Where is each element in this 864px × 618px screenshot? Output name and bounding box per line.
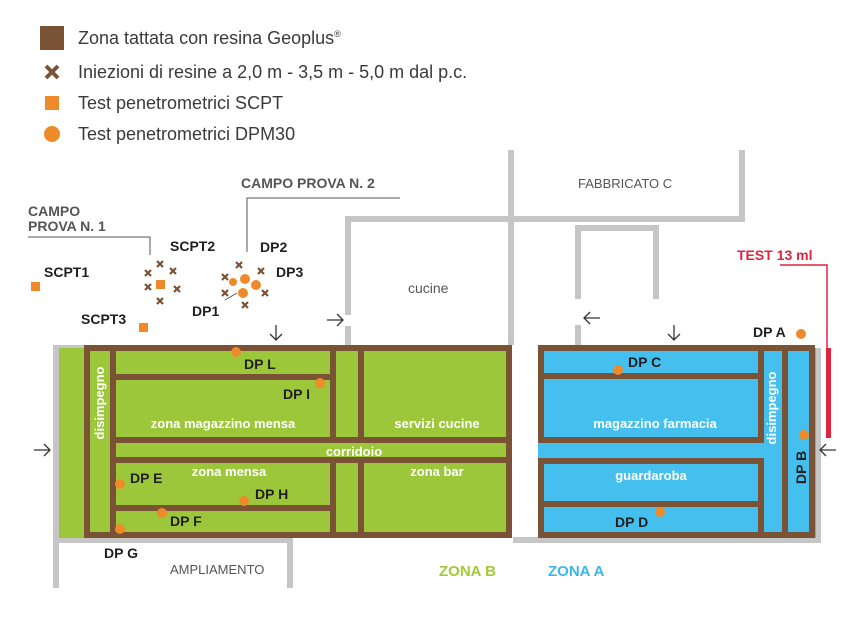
room-guardaroba: guardaroba: [615, 468, 687, 483]
room-magazzino-farmacia: magazzino farmacia: [593, 416, 717, 431]
dp1-label: DP1: [192, 303, 219, 319]
room-zona-bar: zona bar: [410, 464, 463, 479]
zona-a-label: ZONA A: [548, 563, 605, 580]
room-servizi-cucine: servizi cucine: [394, 416, 479, 431]
resin-zone-swatch: [40, 26, 64, 50]
scpt3-marker: [139, 323, 148, 332]
dp-l-label: DP L: [244, 356, 276, 372]
dp-f-marker: [157, 508, 167, 518]
dp-d-label: DP D: [615, 514, 648, 530]
dp2-label: DP2: [260, 239, 287, 255]
dp-i-marker: [315, 378, 325, 388]
dp-a-label: DP A: [753, 324, 786, 340]
zona-b-label: ZONA B: [439, 563, 496, 580]
dp-l-marker: [231, 347, 241, 357]
dp1-marker: [238, 288, 248, 298]
zone-b-resin-walls: [84, 345, 512, 538]
room-corridoio: corridoio: [326, 444, 382, 459]
legend-item-dpm30: Test penetrometrici DPM30: [40, 121, 295, 147]
dp-a-marker: [796, 329, 806, 339]
dp-b-marker: [799, 430, 809, 440]
legend-scpt-label: Test penetrometrici SCPT: [78, 92, 284, 113]
dp-h-label: DP H: [255, 486, 288, 502]
scpt3-label: SCPT3: [81, 311, 126, 327]
campo2-label: CAMPO PROVA N. 2: [241, 175, 375, 191]
legend-dpm30-label: Test penetrometrici DPM30: [78, 123, 296, 144]
room-zona-mensa: zona mensa: [192, 464, 267, 479]
dp-i-label: DP I: [283, 386, 310, 402]
dpm30-dot-icon: [44, 126, 60, 142]
legend-item-zona: Zona tattata con resina Geoplus®: [40, 25, 341, 51]
campo1-label-line1: CAMPO: [28, 203, 80, 219]
cucine-label: cucine: [408, 280, 449, 296]
dp-g-label: DP G: [104, 545, 138, 561]
building-walls: [53, 150, 821, 588]
scpt2-marker: [156, 280, 165, 289]
legend-iniezioni-label: Iniezioni di resine a 2,0 m - 3,5 m - 5,…: [78, 61, 468, 82]
zone-a-resin-walls: [538, 345, 815, 538]
room-disimpegno-a: disimpegno: [764, 371, 779, 444]
dp-b-label: DP B: [793, 451, 809, 484]
fabbricato-c-label: FABBRICATO C: [578, 176, 672, 191]
dp-c-label: DP C: [628, 354, 661, 370]
scpt-square-icon: [45, 96, 59, 110]
registered-mark: ®: [334, 28, 341, 39]
dp-small-marker: [229, 278, 237, 286]
injection-cross-icon: [44, 64, 60, 80]
legend-item-iniezioni: Iniezioni di resine a 2,0 m - 3,5 m - 5,…: [40, 59, 467, 85]
dp-e-marker: [115, 479, 125, 489]
legend-item-scpt: Test penetrometrici SCPT: [40, 90, 283, 116]
dp3-label: DP3: [276, 264, 303, 280]
injection-crosses: [144, 260, 269, 309]
dp2-marker: [240, 274, 250, 284]
campo1-leader: [28, 236, 151, 255]
dp3-marker: [251, 280, 261, 290]
ampliamento-label: AMPLIAMENTO: [170, 562, 264, 577]
dp-g-marker: [115, 524, 125, 534]
campo2-leader: [246, 197, 400, 252]
dp-d-marker: [655, 507, 665, 517]
campo1-label-line2: PROVA N. 1: [28, 218, 106, 234]
scpt1-label: SCPT1: [44, 264, 89, 280]
legend-zona-label: Zona tattata con resina Geoplus®: [78, 28, 341, 49]
dp1-leader: [224, 292, 238, 301]
test-13-line: [826, 348, 831, 438]
test-13-leader: [780, 264, 828, 348]
dp-e-label: DP E: [130, 470, 162, 486]
test-13-label: TEST 13 ml: [737, 247, 812, 263]
dp-markers: [115, 274, 809, 534]
scpt1-marker: [31, 282, 40, 291]
scpt2-label: SCPT2: [170, 238, 215, 254]
legend-zona-text: Zona tattata con resina Geoplus: [78, 27, 335, 48]
dp-c-marker: [613, 365, 623, 375]
room-disimpegno-b: disimpegno: [92, 366, 107, 439]
dp-h-marker: [239, 496, 249, 506]
entrance-arrows: [34, 311, 836, 457]
dp-f-label: DP F: [170, 513, 202, 529]
room-zona-magazzino-mensa: zona magazzino mensa: [151, 416, 296, 431]
